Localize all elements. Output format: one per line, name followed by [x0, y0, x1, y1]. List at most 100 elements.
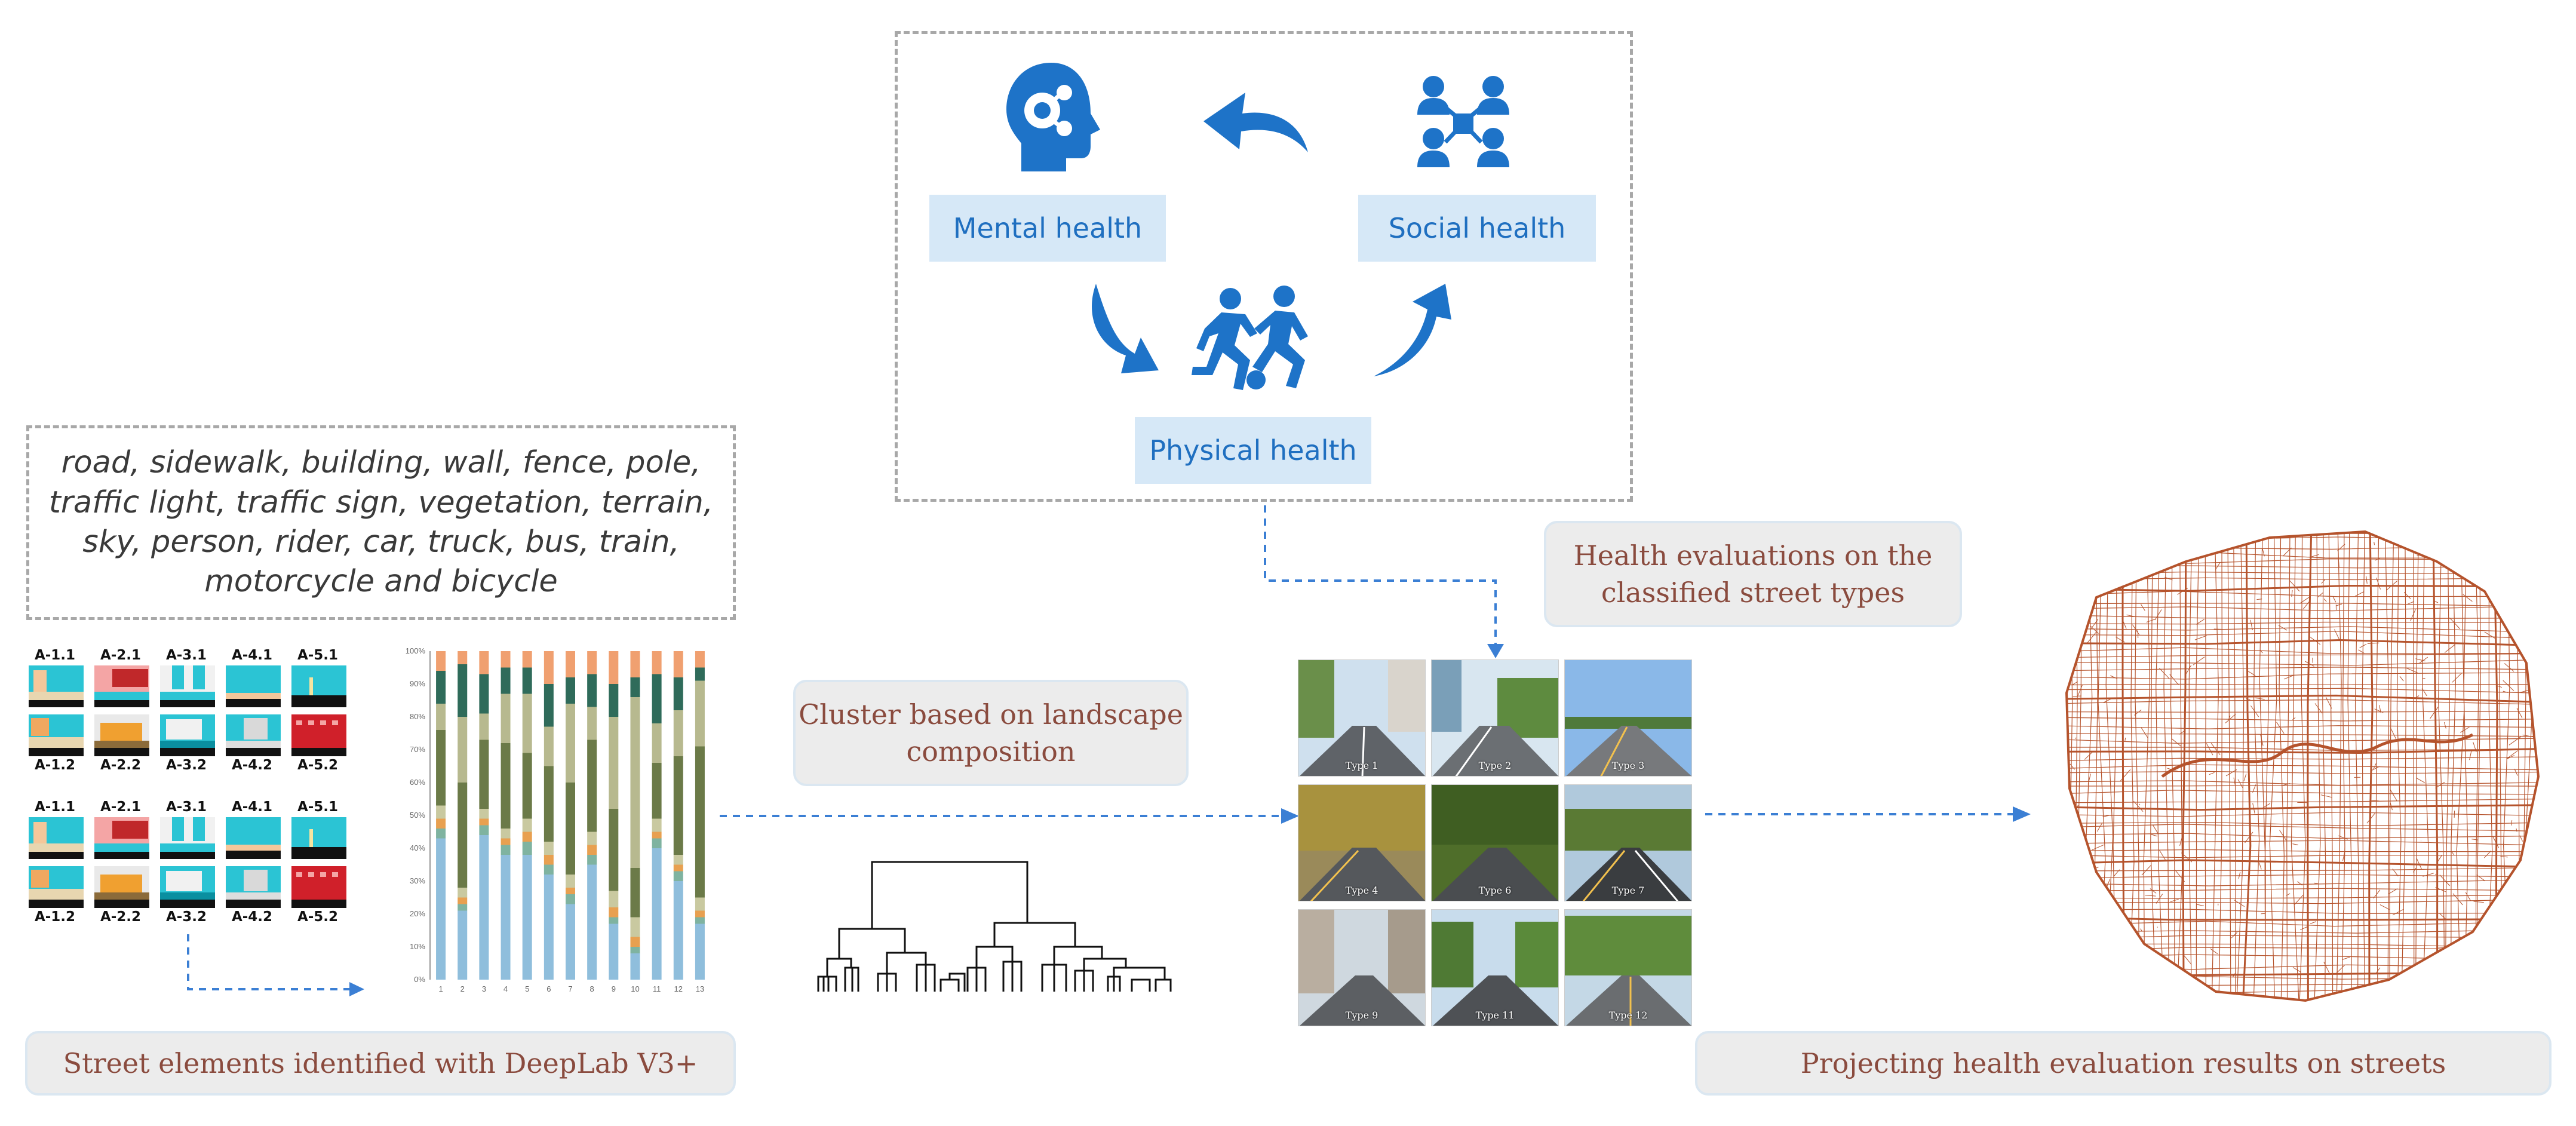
x-tick-label: 9 [612, 984, 616, 993]
map-road [2067, 790, 2538, 795]
bar-segment [479, 825, 489, 835]
physical-health-label: Physical health [1135, 417, 1371, 484]
bar-segment [458, 897, 468, 904]
map-road [2342, 956, 2350, 961]
map-road [2143, 532, 2150, 1001]
map-road [2471, 839, 2479, 840]
map-road [2073, 681, 2078, 685]
bar-segment [652, 674, 662, 723]
x-tick-label: 13 [696, 984, 704, 993]
bar-segment [501, 651, 511, 668]
health-connector [1264, 505, 1504, 658]
map-road [2375, 557, 2381, 561]
bar-segment [609, 651, 619, 684]
map-road [2067, 894, 2538, 899]
map-road [2347, 532, 2352, 1001]
bar-segment [436, 838, 446, 980]
map-road [2078, 916, 2084, 923]
y-tick-label: 70% [410, 745, 425, 754]
x-tick-label: 5 [525, 984, 529, 993]
bar-segment [652, 723, 662, 763]
map-road [2476, 875, 2486, 882]
street-type-label: Type 7 [1611, 885, 1645, 896]
map-road [2451, 532, 2456, 1001]
bar-segment [609, 684, 619, 717]
bar-segment [652, 832, 662, 839]
bar-segment [695, 651, 705, 668]
map-road [2342, 850, 2345, 861]
bar-segment [544, 855, 554, 865]
map-road [2313, 532, 2321, 1001]
map-road [2336, 532, 2342, 1001]
map-road [2074, 532, 2078, 1001]
arrow-to-mental-icon [1203, 93, 1308, 152]
bar-segment [458, 651, 468, 664]
map-road [2390, 789, 2397, 802]
street-type-grid: Type 1 Type 2 Type 3 Type 4 Type 6 Type … [1298, 659, 1692, 1026]
map-road [2503, 532, 2511, 1001]
map-road [2421, 532, 2429, 1001]
map-road [2269, 532, 2277, 1001]
bar-segment [673, 710, 683, 756]
map-road [2292, 843, 2299, 845]
map-road [2502, 888, 2506, 898]
map-road [2225, 713, 2236, 723]
map-road [2279, 532, 2285, 1001]
map-road [2307, 532, 2313, 1001]
map-road [2067, 935, 2538, 940]
map-road [2406, 667, 2418, 673]
bar-segment [587, 845, 597, 855]
bar-segment [544, 842, 554, 855]
map-road [2232, 972, 2236, 978]
map-road [2115, 636, 2125, 643]
seg-label: A-1.1 [34, 799, 76, 815]
map-road [2067, 544, 2538, 550]
map-road [2185, 665, 2192, 675]
map-road [2354, 591, 2365, 597]
map-road [2509, 590, 2510, 600]
map-road [2396, 532, 2402, 1001]
map-road [2259, 649, 2263, 653]
map-road [2067, 971, 2538, 977]
map-road [2121, 618, 2127, 629]
map-road [2262, 548, 2265, 557]
map-road [2435, 781, 2445, 788]
x-tick-label: 11 [653, 984, 661, 993]
bar-segment [544, 726, 554, 766]
map-road [2194, 635, 2207, 640]
street-type-label: Type 4 [1345, 885, 1378, 896]
map-road [2113, 869, 2120, 877]
bar-segment [479, 651, 489, 674]
map-road [2215, 562, 2221, 570]
bar-segment [630, 868, 640, 918]
seg-label: A-5.2 [297, 757, 339, 773]
map-road [2141, 865, 2151, 876]
map-road [2399, 676, 2404, 682]
bar-segment [630, 917, 640, 937]
map-road [2067, 898, 2538, 904]
map-road [2188, 532, 2193, 1001]
map-road [2463, 532, 2468, 1001]
bar-segment [501, 667, 511, 694]
map-road [2400, 532, 2407, 1001]
map-road [2520, 878, 2531, 883]
map-road [2067, 619, 2076, 631]
map-road [2067, 822, 2538, 827]
map-road [2092, 845, 2104, 851]
map-road [2463, 594, 2473, 602]
bar-segment [566, 875, 575, 888]
map-road [2067, 964, 2538, 970]
bar-segment [566, 904, 575, 980]
map-road [2067, 626, 2538, 633]
deeplab-caption: Street elements identified with DeepLab … [25, 1031, 736, 1096]
bar-segment [522, 753, 532, 819]
map-road [2067, 717, 2538, 722]
bar-segment [522, 855, 532, 980]
map-road [2320, 794, 2333, 798]
map-road [2323, 599, 2327, 602]
map-road [2067, 785, 2538, 787]
map-road [2492, 836, 2500, 848]
bar-segment [458, 888, 468, 898]
map-road [2152, 824, 2159, 834]
map-road [2421, 688, 2427, 697]
